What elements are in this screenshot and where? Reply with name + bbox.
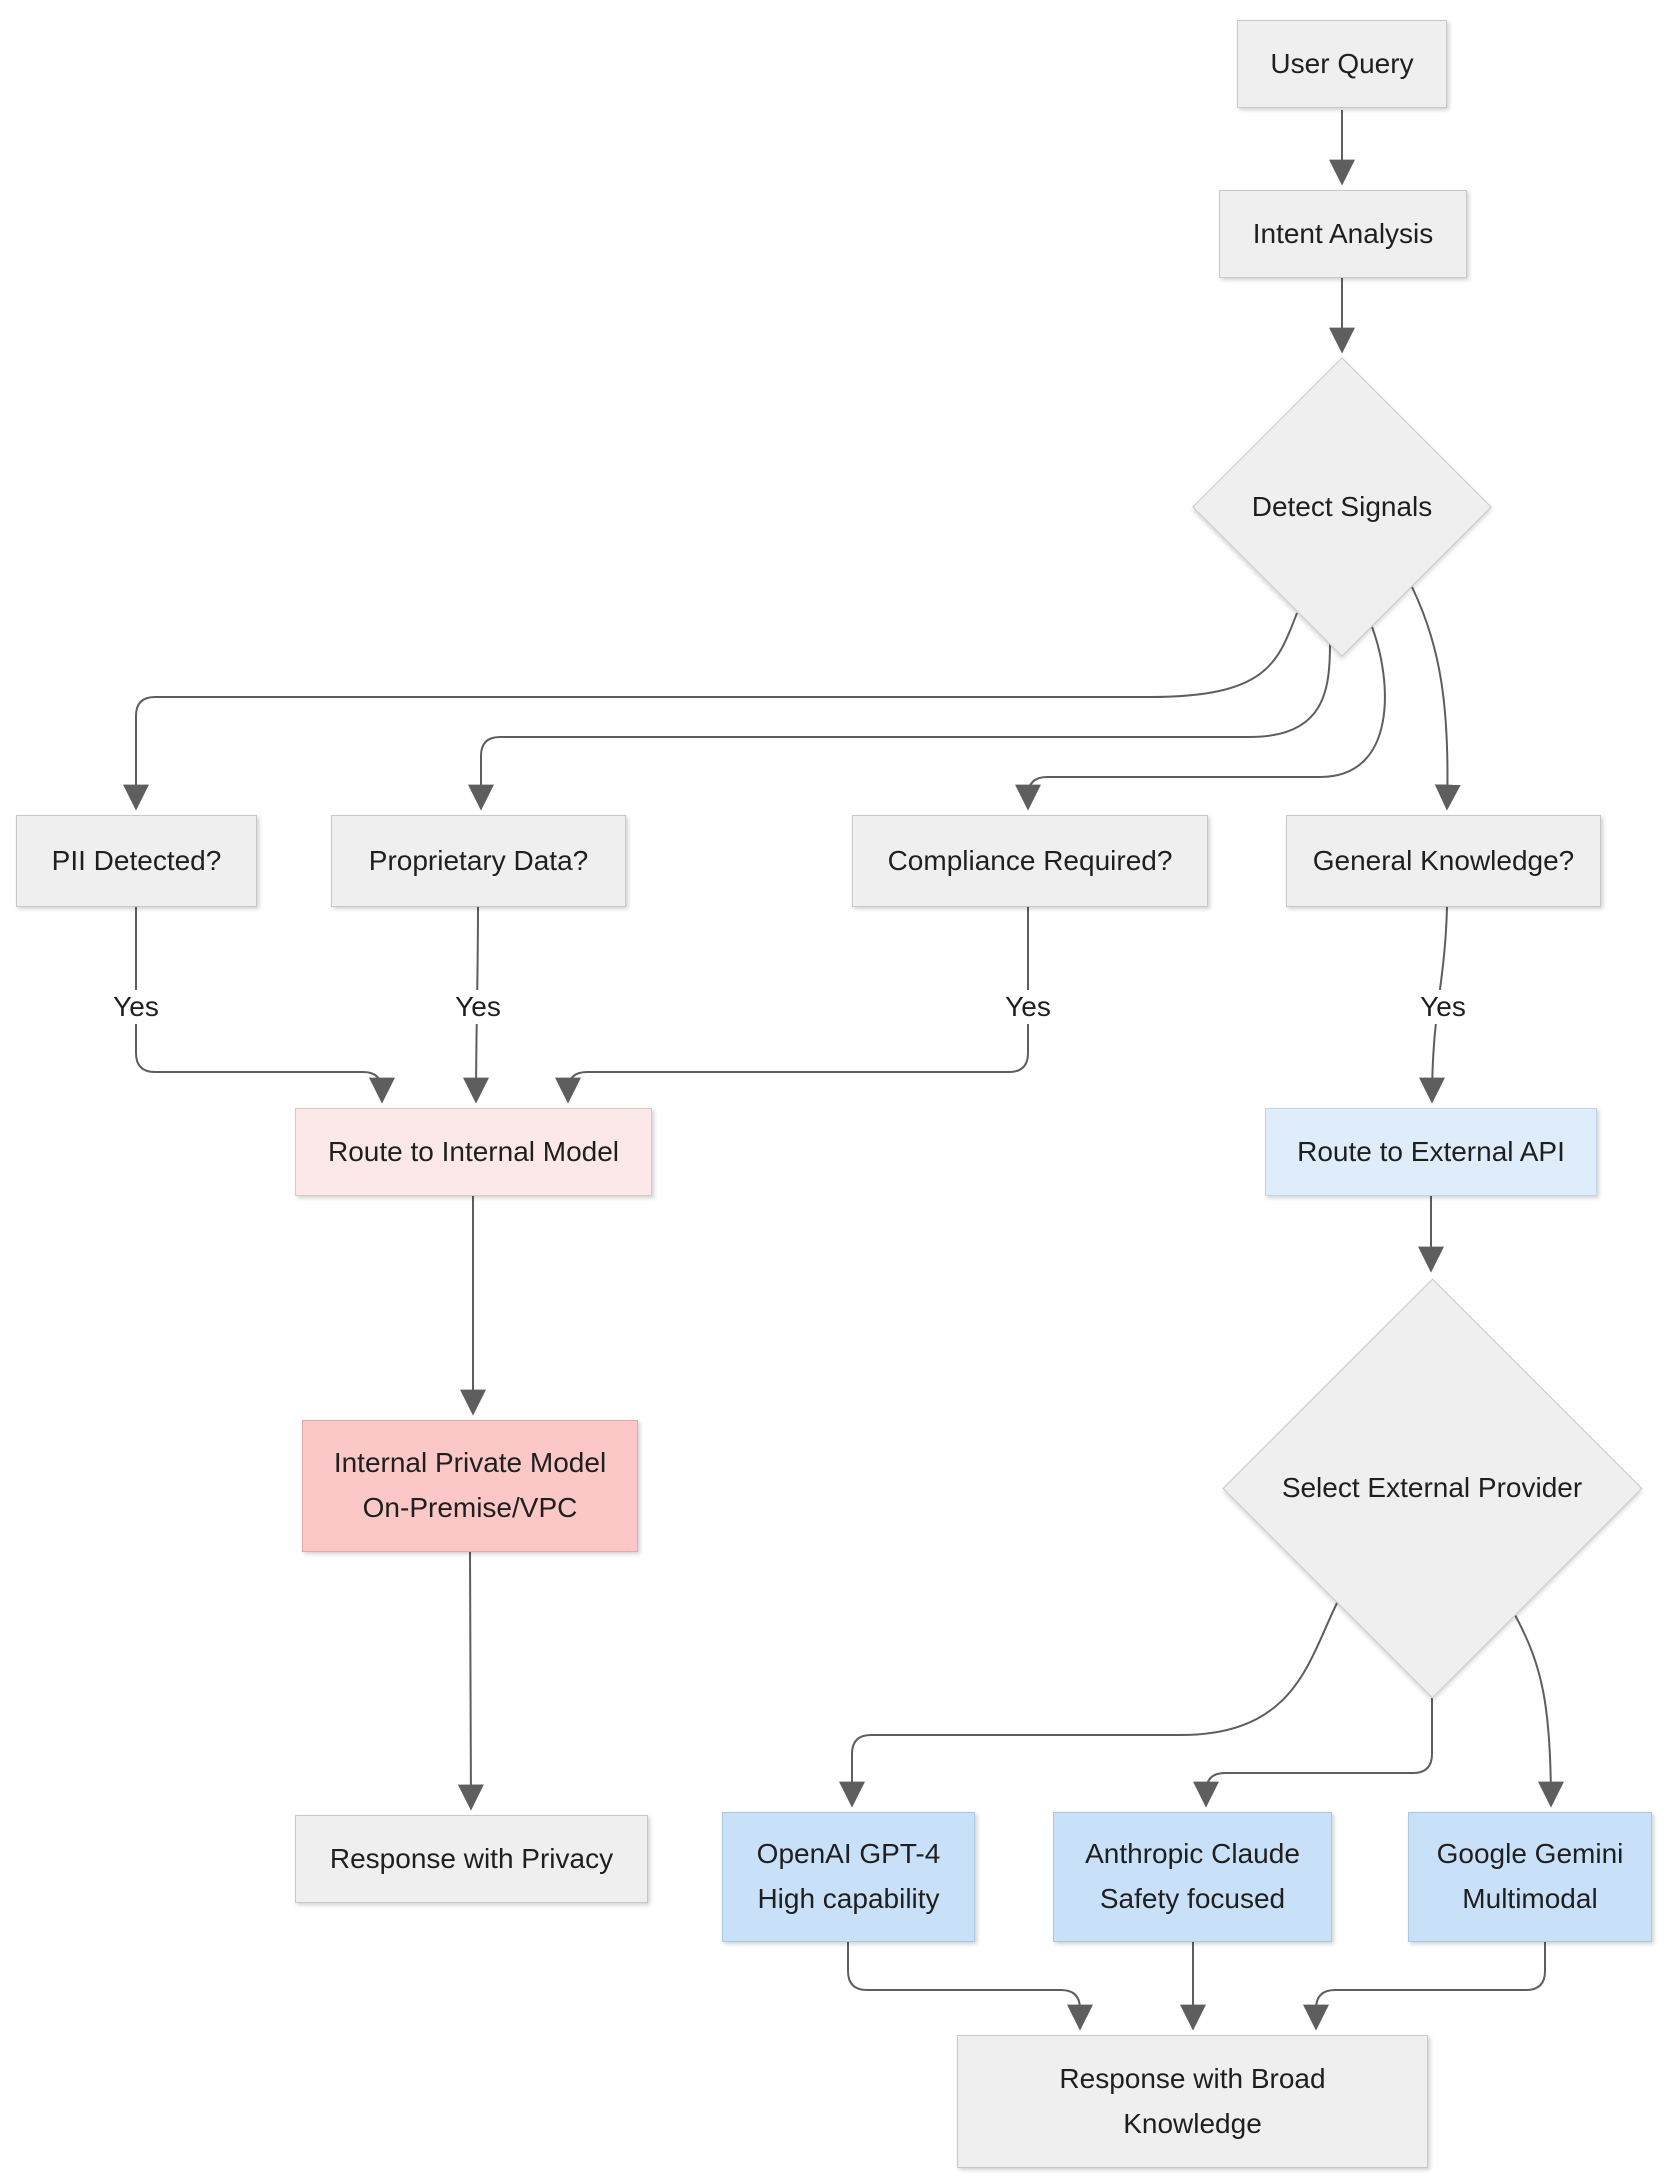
node-openai-gpt4-line2: High capability xyxy=(757,1883,940,1914)
node-select-provider-label: Select External Provider xyxy=(1281,1472,1583,1503)
edge-detect-compliance xyxy=(1015,626,1386,811)
edge-selectprovider-openai xyxy=(839,1602,1338,1808)
node-detect-signals: Detect Signals xyxy=(1192,477,1492,537)
edge-pii-routeinternal xyxy=(135,907,395,1104)
node-intent-analysis-label: Intent Analysis xyxy=(1252,217,1434,249)
node-anthropic-claude-line1: Anthropic Claude xyxy=(1085,1838,1300,1870)
node-detect-signals-label: Detect Signals xyxy=(1251,491,1433,522)
node-proprietary-data: Proprietary Data? xyxy=(331,815,626,907)
edge-selectprovider-google xyxy=(1514,1614,1564,1808)
node-compliance-required-label: Compliance Required? xyxy=(887,844,1173,876)
edge-label-yes-text: Yes xyxy=(455,991,501,1022)
node-user-query-label: User Query xyxy=(1270,47,1414,79)
node-response-privacy-label: Response with Privacy xyxy=(329,1842,614,1874)
node-user-query: User Query xyxy=(1237,20,1447,108)
edge-compliance-routeinternal xyxy=(555,907,1029,1104)
node-compliance-required: Compliance Required? xyxy=(852,815,1208,907)
node-pii-detected: PII Detected? xyxy=(16,815,257,907)
node-route-external-label: Route to External API xyxy=(1297,1135,1565,1167)
edge-detect-general xyxy=(1411,586,1461,811)
node-route-external: Route to External API xyxy=(1265,1108,1597,1196)
node-route-internal: Route to Internal Model xyxy=(295,1108,652,1196)
node-anthropic-claude: Anthropic Claude Safety focused xyxy=(1053,1812,1332,1942)
edge-label-yes-pii: Yes xyxy=(105,990,167,1024)
node-openai-gpt4-line1: OpenAI GPT-4 xyxy=(756,1838,941,1870)
node-internal-private-model: Internal Private Model On-Premise/VPC xyxy=(302,1420,638,1552)
edge-internalprivate-responseprivacy xyxy=(457,1551,484,1811)
edge-label-yes-text: Yes xyxy=(1005,991,1051,1022)
edge-label-yes-text: Yes xyxy=(113,991,159,1022)
edge-openai-responsebroad xyxy=(847,1942,1093,2031)
edge-label-yes-general: Yes xyxy=(1412,990,1474,1024)
node-internal-private-model-line2: On-Premise/VPC xyxy=(362,1492,578,1523)
node-google-gemini: Google Gemini Multimodal xyxy=(1408,1812,1652,1942)
node-select-provider: Select External Provider xyxy=(1252,1458,1612,1518)
node-anthropic-claude-line2: Safety focused xyxy=(1099,1883,1286,1914)
node-intent-analysis: Intent Analysis xyxy=(1219,190,1467,278)
edge-label-yes-proprietary: Yes xyxy=(447,990,509,1024)
node-openai-gpt4: OpenAI GPT-4 High capability xyxy=(722,1812,975,1942)
node-response-broad-line2: Knowledge xyxy=(1123,2107,1262,2139)
node-google-gemini-line2: Multimodal xyxy=(1462,1883,1598,1914)
node-general-knowledge-label: General Knowledge? xyxy=(1312,844,1575,876)
edge-detect-proprietary xyxy=(468,642,1331,811)
edge-detect-pii xyxy=(123,612,1298,811)
node-response-broad-line1: Response with Broad xyxy=(1059,2062,1326,2094)
node-route-internal-label: Route to Internal Model xyxy=(327,1135,620,1167)
node-response-privacy: Response with Privacy xyxy=(295,1815,648,1903)
node-general-knowledge: General Knowledge? xyxy=(1286,815,1601,907)
node-internal-private-model-line1: Internal Private Model xyxy=(333,1447,607,1479)
node-response-broad: Response with Broad Knowledge xyxy=(957,2035,1428,2168)
node-pii-detected-label: PII Detected? xyxy=(51,844,222,876)
node-google-gemini-line1: Google Gemini xyxy=(1436,1838,1624,1870)
node-proprietary-data-label: Proprietary Data? xyxy=(368,844,589,876)
edge-selectprovider-anthropic xyxy=(1193,1698,1433,1808)
edge-label-yes-compliance: Yes xyxy=(997,990,1059,1024)
edge-label-yes-text: Yes xyxy=(1420,991,1466,1022)
edge-google-responsebroad xyxy=(1303,1942,1546,2031)
